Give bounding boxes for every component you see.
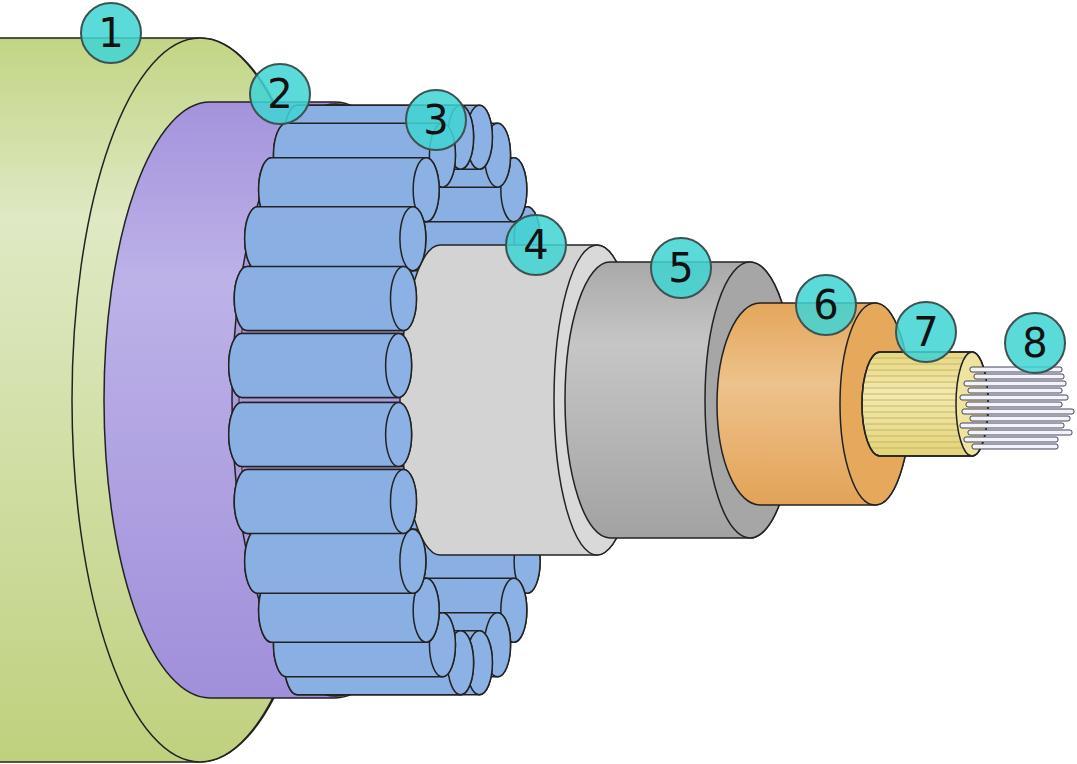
callout-number: 2	[267, 74, 292, 114]
armour-wire-body	[245, 529, 426, 593]
fibre	[964, 437, 1058, 442]
callout-number: 3	[423, 100, 448, 140]
armour-wire-end	[386, 403, 412, 467]
fibre	[968, 430, 1072, 435]
armour-wire-end	[390, 267, 416, 331]
armour-wire-end	[400, 207, 426, 271]
armour-wire-body	[245, 207, 426, 271]
callout-circle: 8	[1004, 312, 1066, 374]
armour-wire-body	[234, 267, 416, 331]
armour-wires-front	[229, 105, 474, 694]
callout-circle: 2	[249, 63, 311, 125]
armour-wire-end	[390, 469, 416, 533]
armour-wire	[234, 267, 416, 331]
armour-wire	[229, 403, 412, 467]
fibre	[964, 381, 1066, 386]
fibre	[968, 388, 1062, 393]
fibre	[962, 409, 1074, 414]
purple-layer	[104, 102, 440, 698]
armour-wire-body	[229, 403, 412, 467]
callout-number: 4	[523, 225, 548, 265]
fibre	[960, 423, 1064, 428]
armour-wire-end	[400, 529, 426, 593]
callout-number: 5	[668, 248, 693, 288]
armour-wire	[229, 333, 412, 397]
armour-wire-body	[234, 469, 416, 533]
callout-circle: 5	[650, 237, 712, 299]
callout-number: 6	[813, 285, 838, 325]
armour-wire-body	[229, 333, 412, 397]
fibres	[960, 367, 1074, 449]
fibre	[972, 444, 1058, 449]
armour-wire	[245, 529, 426, 593]
fibre	[966, 402, 1062, 407]
armour-wire-end	[386, 333, 412, 397]
fibre	[970, 416, 1070, 421]
fibre	[960, 395, 1068, 400]
callout-number: 8	[1022, 323, 1047, 363]
callout-circle: 7	[895, 301, 957, 363]
fibre	[974, 374, 1064, 379]
callout-circle: 4	[505, 214, 567, 276]
callout-circle: 3	[405, 89, 467, 151]
callout-circle: 6	[795, 274, 857, 336]
armour-wire	[245, 207, 426, 271]
callout-number: 7	[913, 312, 938, 352]
callout-number: 1	[98, 13, 123, 53]
armour-wire	[234, 469, 416, 533]
callout-circle: 1	[80, 2, 142, 64]
